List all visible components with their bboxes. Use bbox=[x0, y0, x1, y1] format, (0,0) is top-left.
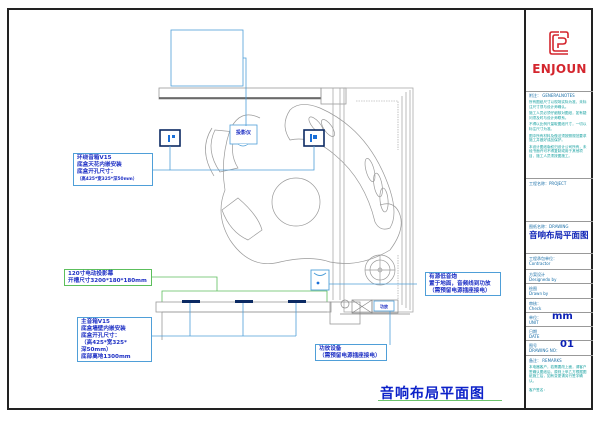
drawing-name-value: 音响布局平面图 bbox=[529, 231, 589, 241]
unit-field: 单位： UNIT mm bbox=[526, 311, 593, 327]
note-item: 施工人员必须仔细核对图纸，如有疑问须及时与设计师联系。 bbox=[529, 111, 587, 120]
wall-cabinet bbox=[170, 29, 247, 87]
drawing-title: 音响布局平面图 bbox=[380, 386, 485, 402]
project-name-field: 工程名称：PROJECT bbox=[526, 179, 593, 222]
enjoun-logo-icon bbox=[549, 31, 569, 55]
callout-line: 环绕音箱V15 bbox=[77, 155, 112, 161]
note-item: 图中所有材料及做法须按照规范要求施工并做好成品保护。 bbox=[529, 133, 587, 143]
title-block: ENJOUN 附注： GENERALNOTES 所有图纸尺寸以现场实际为准，未标… bbox=[524, 8, 593, 410]
callout-line: （需预留电源插座接电） bbox=[319, 353, 381, 359]
drawing-no-label: 图号 bbox=[529, 343, 537, 348]
callout-line: 置于地面，音频线到功放 bbox=[429, 281, 491, 287]
check-sub: Check bbox=[529, 306, 542, 311]
unit-sub: UNIT bbox=[529, 320, 539, 325]
callout-line: 底盒开孔尺寸： bbox=[77, 169, 117, 175]
subwoofer-symbol bbox=[310, 269, 330, 291]
side-table bbox=[364, 254, 396, 286]
callout-line: 底盒墙壁内嵌安装 bbox=[81, 326, 126, 332]
drawn-label: 绘图 bbox=[529, 286, 537, 291]
drawing-no-sub: DRAWING NO： bbox=[529, 348, 560, 353]
main-speakers bbox=[182, 300, 306, 303]
callout-line: 主音箱V15 bbox=[81, 319, 110, 325]
general-notes: 附注： GENERALNOTES 所有图纸尺寸以现场实际为准，未标注尺寸须与设计… bbox=[526, 91, 593, 179]
notes-label: 附注： GENERALNOTES bbox=[529, 93, 575, 98]
rug-outline bbox=[220, 114, 402, 264]
unit-label: 单位： bbox=[529, 315, 541, 320]
projector-symbol bbox=[229, 124, 258, 147]
drawing-name-label: 图纸名称：DRAWING bbox=[529, 224, 569, 229]
drawing-name-field: 图纸名称：DRAWING 音响布局平面图 bbox=[526, 222, 593, 254]
contractor-field: 工程承包单位： Contractor bbox=[526, 254, 593, 270]
callout-line: 底部离地1300mm bbox=[81, 354, 131, 360]
callout-line: （高425*宽325* bbox=[81, 340, 127, 346]
armchairs bbox=[205, 127, 263, 241]
callout-line: 开槽尺寸3200*180*180mm bbox=[68, 278, 147, 284]
top-wall bbox=[158, 87, 347, 105]
note-item: 所有图纸尺寸以现场实际为准，未标注尺寸须与设计师确认。 bbox=[529, 100, 587, 109]
callout-line: 120寸电动投影幕 bbox=[68, 271, 114, 277]
logo-text: ENJOUN bbox=[532, 62, 587, 76]
project-label: 工程名称：PROJECT bbox=[529, 181, 567, 186]
callout-line: （高425*宽325*深50mm） bbox=[77, 177, 138, 182]
title-underline bbox=[378, 400, 502, 401]
remarks-text: 本电器客户，若需要改上面，请客户签确认图纸后，原则上甲乙方根据图纸施工后，如有变… bbox=[529, 365, 587, 383]
note-item: 本设计图纸版权归设计公司所有，未经书面许可不得复制或用于其他项目，施工人员须按图… bbox=[529, 144, 587, 158]
room-walls bbox=[332, 87, 414, 313]
equipment-cabinet bbox=[340, 299, 410, 315]
surround-speaker-callout: 环绕音箱V15 底盒天花内嵌安装 底盒开孔尺寸： （高425*宽325*深50m… bbox=[73, 153, 153, 186]
screen-wiring bbox=[152, 276, 328, 302]
screen-callout: 120寸电动投影幕 开槽尺寸3200*180*180mm bbox=[64, 269, 152, 286]
subwoofer-callout: 有源低音炮 置于地面，音频线到功放 （需预留电源插座接电） bbox=[425, 272, 501, 296]
contractor-sub: Contractor bbox=[529, 261, 551, 266]
main-speaker-wiring bbox=[152, 303, 297, 337]
check-field: 审核： Check bbox=[526, 299, 593, 313]
client-signature-label: 客户签名： bbox=[529, 388, 547, 393]
amp-box-label: 功放 bbox=[380, 303, 389, 309]
curved-sofa bbox=[284, 104, 395, 230]
date-field: 日期 DATE bbox=[526, 327, 593, 341]
callout-line: （需预留电源插座接电） bbox=[429, 288, 491, 294]
projector-label: 投影仪 bbox=[236, 129, 252, 136]
callout-line: 底盒天花内嵌安装 bbox=[77, 162, 122, 168]
drawing-no-field: 图号 DRAWING NO： 01 bbox=[526, 339, 593, 356]
designer-field: 方案设计 Designedo by bbox=[526, 270, 593, 284]
front-wall bbox=[155, 301, 361, 340]
unit-value: mm bbox=[552, 311, 573, 322]
callout-line: 功放设备 bbox=[319, 346, 342, 352]
drawing-no-value: 01 bbox=[560, 339, 574, 350]
curtain-pattern bbox=[356, 100, 399, 300]
amplifier-box bbox=[373, 300, 395, 312]
remarks-field: 备注： REMARKS 本电器客户，若需要改上面，请客户签确认图纸后，原则上甲乙… bbox=[526, 356, 593, 408]
logo-area: ENJOUN bbox=[526, 8, 593, 92]
drawn-by-field: 绘图 Drawn by bbox=[526, 284, 593, 299]
amplifier-callout: 功放设备 （需预留电源插座接电） bbox=[315, 344, 387, 361]
callout-line: 底盒开孔尺寸： bbox=[81, 333, 121, 339]
designer-label: 方案设计 bbox=[529, 272, 545, 277]
check-label: 审核： bbox=[529, 301, 541, 306]
drawn-sub: Drawn by bbox=[529, 291, 549, 296]
date-sub: DATE bbox=[529, 334, 540, 339]
designer-sub: Designedo by bbox=[529, 277, 557, 282]
remarks-label: 备注： REMARKS bbox=[529, 358, 562, 363]
callout-line: 深50mm） bbox=[81, 347, 112, 353]
main-speaker-callout: 主音箱V15 底盒墙壁内嵌安装 底盒开孔尺寸： （高425*宽325* 深50m… bbox=[77, 317, 152, 362]
callout-line: 有源低音炮 bbox=[429, 274, 457, 280]
date-label: 日期 bbox=[529, 329, 537, 334]
note-item: 不得以比例尺量取图纸尺寸，一切以标注尺寸为准。 bbox=[529, 122, 587, 131]
contractor-label: 工程承包单位： bbox=[529, 256, 557, 261]
